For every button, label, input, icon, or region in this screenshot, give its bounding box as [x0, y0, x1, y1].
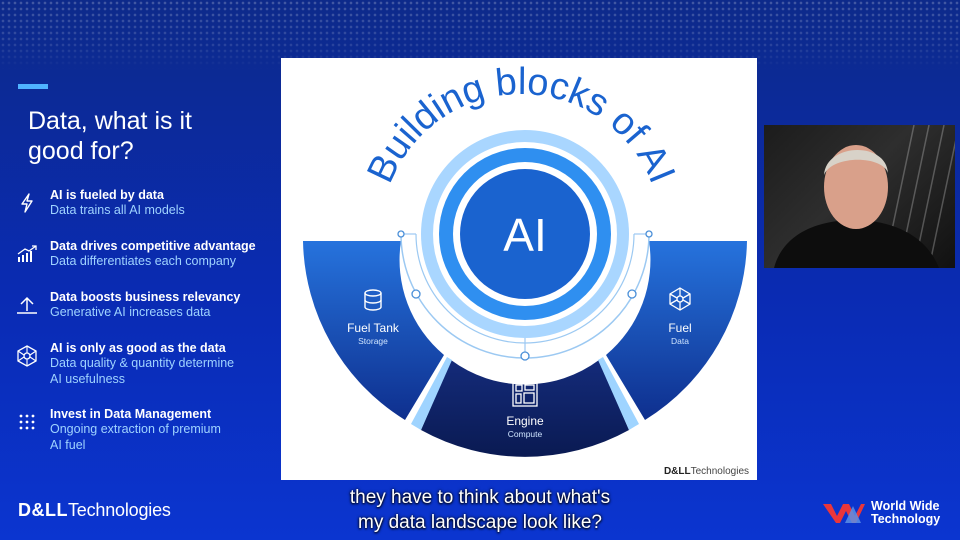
fuel-tank-segment: [303, 241, 444, 420]
slide-title: Data, what is it good for?: [28, 107, 192, 165]
bullet-subtext: Data quality & quantity determine: [50, 356, 235, 370]
connector-node: [397, 230, 405, 238]
accent-bar: [18, 84, 48, 89]
ai-core: [460, 169, 590, 299]
segment-label: Fuel: [668, 321, 691, 335]
bullet-subtext: Ongoing extraction of premium: [50, 422, 221, 436]
segment-sublabel: Data: [671, 336, 689, 346]
bullet-item: AI is only as good as the data Data qual…: [14, 341, 274, 387]
bullet-subtext: Data trains all AI models: [50, 203, 185, 217]
network-icon: [669, 287, 691, 311]
segment-divider: [411, 357, 452, 430]
segment-sublabel: Storage: [358, 336, 388, 346]
bullet-heading: Invest in Data Management: [50, 407, 212, 421]
bullet-subtext: AI usefulness: [50, 371, 126, 386]
bullet-heading: Data drives competitive advantage: [50, 239, 256, 253]
segment-label: Engine: [506, 414, 544, 428]
presenter-face: [824, 145, 888, 229]
bullet-item: Invest in Data Management Ongoing extrac…: [14, 407, 274, 453]
presenter-shoulders: [774, 220, 939, 268]
presenter-webcam: [764, 125, 955, 268]
building-blocks-diagram: Building blocks of AI AI Fuel Tank Stora…: [281, 58, 757, 480]
connector-node: [645, 230, 653, 238]
diagram-svg: Building blocks of AI AI Fuel Tank Stora…: [303, 61, 747, 457]
wwt-line: Technology: [871, 512, 941, 526]
database-icon: [364, 289, 382, 311]
bullet-subtext: Generative AI increases data: [50, 305, 211, 319]
slide-dell-logo: D&LLTechnologies: [663, 466, 749, 477]
dots-grid-icon: [14, 409, 40, 435]
segment-label: Fuel Tank: [347, 321, 400, 335]
segment-divider: [598, 357, 639, 430]
bullet-heading: AI is only as good as the data: [50, 341, 226, 355]
connector-node: [411, 289, 421, 299]
chart-up-icon: [14, 241, 40, 267]
bullet-subtext: AI fuel: [50, 437, 86, 452]
ai-label: AI: [503, 209, 546, 261]
connector-node: [520, 351, 530, 361]
arrow-up-icon: [14, 292, 40, 318]
bullet-item: Data boosts business relevancy Generativ…: [14, 290, 274, 321]
segment-sublabel: Compute: [508, 429, 543, 439]
connector-node: [627, 289, 637, 299]
bullet-heading: AI is fueled by data: [50, 188, 164, 202]
wwt-line: World Wide: [871, 499, 940, 513]
lightning-icon: [14, 190, 40, 216]
caption-line: my data landscape look like?: [358, 512, 602, 533]
bullet-item: AI is fueled by data Data trains all AI …: [14, 188, 274, 219]
chip-icon: [512, 381, 538, 407]
video-caption: they have to think about what's my data …: [0, 485, 960, 535]
network-icon: [14, 343, 40, 369]
presenter-hair: [824, 149, 888, 175]
wwt-mark-icon: [823, 504, 865, 523]
caption-line: they have to think about what's: [349, 487, 611, 508]
bullet-subtext: Data differentiates each company: [50, 254, 236, 268]
bullet-heading: Data boosts business relevancy: [50, 290, 241, 304]
dell-technologies-logo: D&LLTechnologies: [18, 500, 171, 520]
bullet-item: Data drives competitive advantage Data d…: [14, 239, 274, 270]
fuel-segment: [606, 241, 747, 420]
wwt-logo: World Wide Technology: [823, 500, 940, 526]
engine-segment: [421, 360, 629, 457]
